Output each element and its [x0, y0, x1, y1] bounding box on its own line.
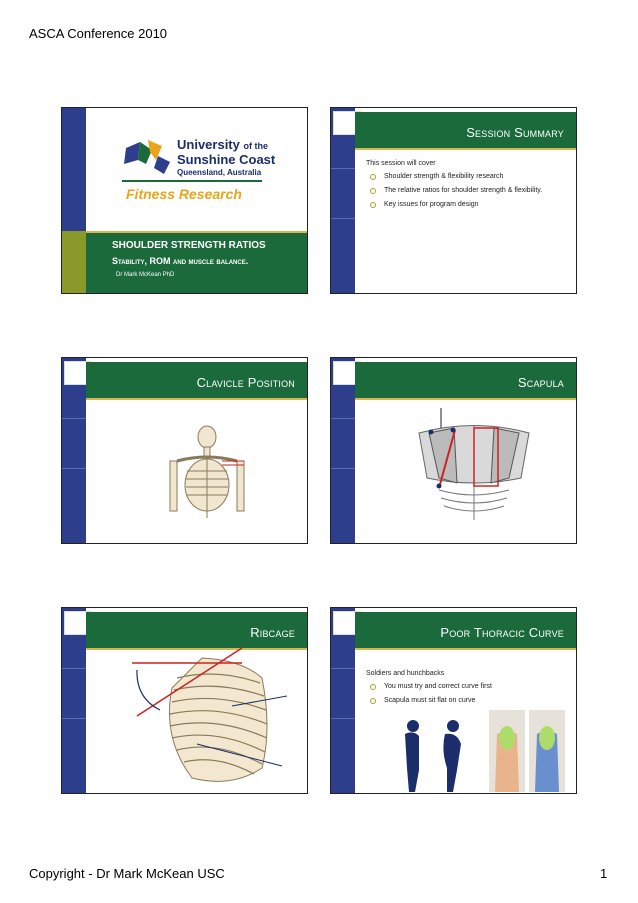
slide-ribcage[interactable]: Ribcage: [61, 607, 308, 794]
slide-clavicle-position[interactable]: Clavicle Position: [61, 357, 308, 544]
bullet-list: This session will cover Shoulder strengt…: [366, 160, 542, 215]
slide-scapula[interactable]: Scapula: [330, 357, 577, 544]
bullet-intro: This session will cover: [366, 160, 436, 167]
slide-sidebar: [62, 608, 86, 793]
list-item: Scapula must sit flat on curve: [366, 697, 492, 704]
slide-main-title: SHOULDER STRENGTH RATIOS: [112, 240, 266, 251]
slide-title-text: Ribcage: [250, 625, 295, 640]
bullet-icon: [370, 683, 376, 690]
bullet-icon: [370, 187, 376, 194]
fitness-research-label: Fitness Research: [126, 186, 242, 202]
slide-title[interactable]: University of the Sunshine Coast Queensl…: [61, 107, 308, 294]
title-logo-area: [86, 108, 307, 231]
list-item: The relative ratios for shoulder strengt…: [366, 187, 542, 194]
slide-title-text: Clavicle Position: [196, 375, 295, 390]
page-header: ASCA Conference 2010: [29, 26, 168, 41]
slide-banner: Ribcage: [86, 612, 307, 650]
slide-subtitle: Stability, ROM and muscle balance.: [112, 256, 249, 266]
title-banner: [86, 231, 307, 293]
list-item: Shoulder strength & flexibility research: [366, 173, 542, 180]
footer-copyright: Copyright - Dr Mark McKean USC: [29, 866, 225, 881]
title-accent-block: [62, 231, 86, 293]
page-number: 1: [600, 866, 608, 881]
slide-banner: Clavicle Position: [86, 362, 307, 400]
slide-session-summary[interactable]: Session Summary This session will cover …: [330, 107, 577, 294]
university-location: Queensland, Australia: [177, 168, 262, 177]
slide-author: Dr Mark McKean PhD: [116, 272, 175, 278]
slide-sidebar: [331, 608, 355, 793]
bullet-list: Soldiers and hunchbacks You must try and…: [366, 670, 492, 711]
slide-banner: Poor Thoracic Curve: [355, 612, 576, 650]
logo-divider: [122, 180, 262, 182]
slide-sidebar: [331, 358, 355, 543]
slide-sidebar: [62, 358, 86, 543]
slide-banner: Scapula: [355, 362, 576, 400]
list-item: You must try and correct curve first: [366, 683, 492, 690]
ribcage-illustration-icon: [132, 648, 288, 782]
slide-sidebar: [331, 108, 355, 293]
slide-title-text: Poor Thoracic Curve: [440, 625, 564, 640]
skeleton-illustration-icon: [169, 425, 245, 518]
bullet-icon: [370, 697, 376, 704]
scapula-illustration-icon: [418, 408, 530, 520]
list-item: Key issues for program design: [366, 201, 542, 208]
slide-title-text: Scapula: [517, 375, 564, 390]
slide-title-text: Session Summary: [466, 125, 564, 140]
usc-logo-icon: [124, 140, 170, 174]
bullet-intro: Soldiers and hunchbacks: [366, 670, 445, 677]
slide-poor-thoracic-curve[interactable]: Poor Thoracic Curve Soldiers and hunchba…: [330, 607, 577, 794]
slide-banner: Session Summary: [355, 112, 576, 150]
bullet-icon: [370, 173, 376, 180]
university-name: University of the Sunshine Coast: [177, 137, 276, 167]
bullet-icon: [370, 201, 376, 208]
posture-silhouettes-icon: [405, 710, 565, 792]
